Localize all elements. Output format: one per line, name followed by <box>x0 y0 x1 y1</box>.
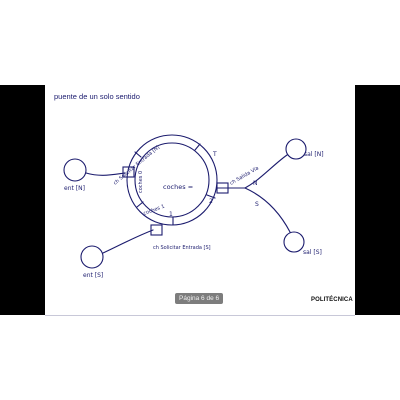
letterbox-left <box>0 85 45 315</box>
letterbox-right <box>355 85 400 315</box>
mark-n: N <box>253 180 258 187</box>
ring-divider <box>206 194 216 199</box>
ring-outer <box>126 134 218 226</box>
label-channel-bottom: ch Solicitar Entrada [S] <box>153 245 211 251</box>
line-to-sal-s <box>244 187 291 233</box>
mark-2: 2 <box>209 198 213 205</box>
mark-t: T <box>212 151 217 158</box>
ring-divider <box>136 201 144 208</box>
channel-box-top <box>122 166 135 178</box>
node-ent-n <box>63 158 87 182</box>
channel-box-right <box>216 182 229 194</box>
label-channel-top: ch Solicitar Entrada [N] <box>112 144 160 186</box>
ring-divider <box>194 143 201 151</box>
ring-inner <box>134 142 210 218</box>
brand-logo: POLITÉCNICA <box>311 297 353 303</box>
mark-s: S <box>255 201 259 208</box>
line-to-sal-n <box>244 154 288 189</box>
label-ent-n: ent [N] <box>64 185 85 192</box>
channel-box-bottom <box>150 224 163 236</box>
node-ent-s <box>80 245 104 269</box>
slide: puente de un solo sentido <box>45 85 355 316</box>
page-indicator[interactable]: Página 6 de 6 <box>175 293 224 304</box>
label-ent-s: ent [S] <box>83 272 103 279</box>
slide-title: puente de un solo sentido <box>54 92 140 101</box>
mark-1: 1 <box>169 211 173 218</box>
ring-divider <box>134 151 142 158</box>
arrow-ent-n <box>85 172 126 176</box>
label-ring-left: coches 0 <box>138 171 144 193</box>
label-sal-s: sal [S] <box>303 249 322 256</box>
label-ring: coches = <box>163 183 193 191</box>
bridge-diagram: ent [N] ent [S] sal [N] sal [S] ch Solic… <box>63 134 324 279</box>
node-sal-s <box>283 231 305 253</box>
node-sal-n <box>285 138 307 160</box>
label-sal-n: sal [N] <box>304 151 324 158</box>
arrow-ent-s <box>102 229 154 254</box>
